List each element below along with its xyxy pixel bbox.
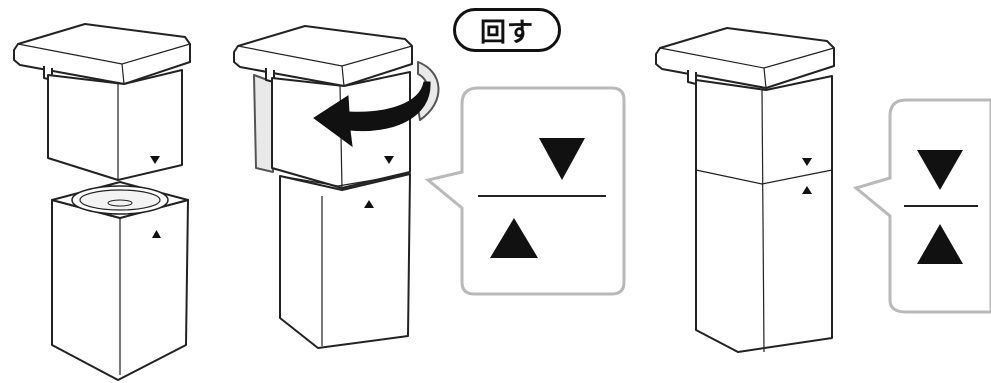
step3-up-arrow-mark bbox=[802, 186, 812, 194]
step3-lid bbox=[655, 27, 835, 89]
step2-up-arrow-mark bbox=[364, 200, 374, 208]
step2-down-arrow-mark bbox=[384, 156, 394, 164]
step2-lid bbox=[233, 25, 413, 87]
step3-body bbox=[695, 75, 833, 353]
callout3-down-triangle bbox=[917, 150, 963, 190]
rotate-instruction-label: 回す bbox=[453, 8, 561, 52]
step3-dispenser bbox=[655, 27, 991, 353]
step1-down-arrow-mark bbox=[150, 156, 160, 164]
step2-alignment-callout bbox=[424, 86, 626, 296]
step2-lower-bottle bbox=[279, 173, 411, 349]
step3-alignment-callout bbox=[852, 98, 991, 314]
callout-down-triangle bbox=[539, 138, 585, 180]
step1-lower-bottle bbox=[51, 181, 189, 381]
rotation-sweep-left bbox=[253, 74, 274, 173]
step1-up-arrow-mark bbox=[152, 230, 161, 238]
rotate-arrow-icon bbox=[313, 81, 431, 148]
step3-down-arrow-mark bbox=[802, 158, 812, 166]
callout-up-triangle bbox=[490, 218, 538, 258]
step2-dispenser bbox=[233, 25, 626, 349]
step1-lid bbox=[13, 23, 191, 85]
callout3-up-triangle bbox=[917, 224, 963, 264]
step1-dispenser bbox=[13, 23, 191, 381]
step1-upper-body bbox=[47, 69, 183, 181]
